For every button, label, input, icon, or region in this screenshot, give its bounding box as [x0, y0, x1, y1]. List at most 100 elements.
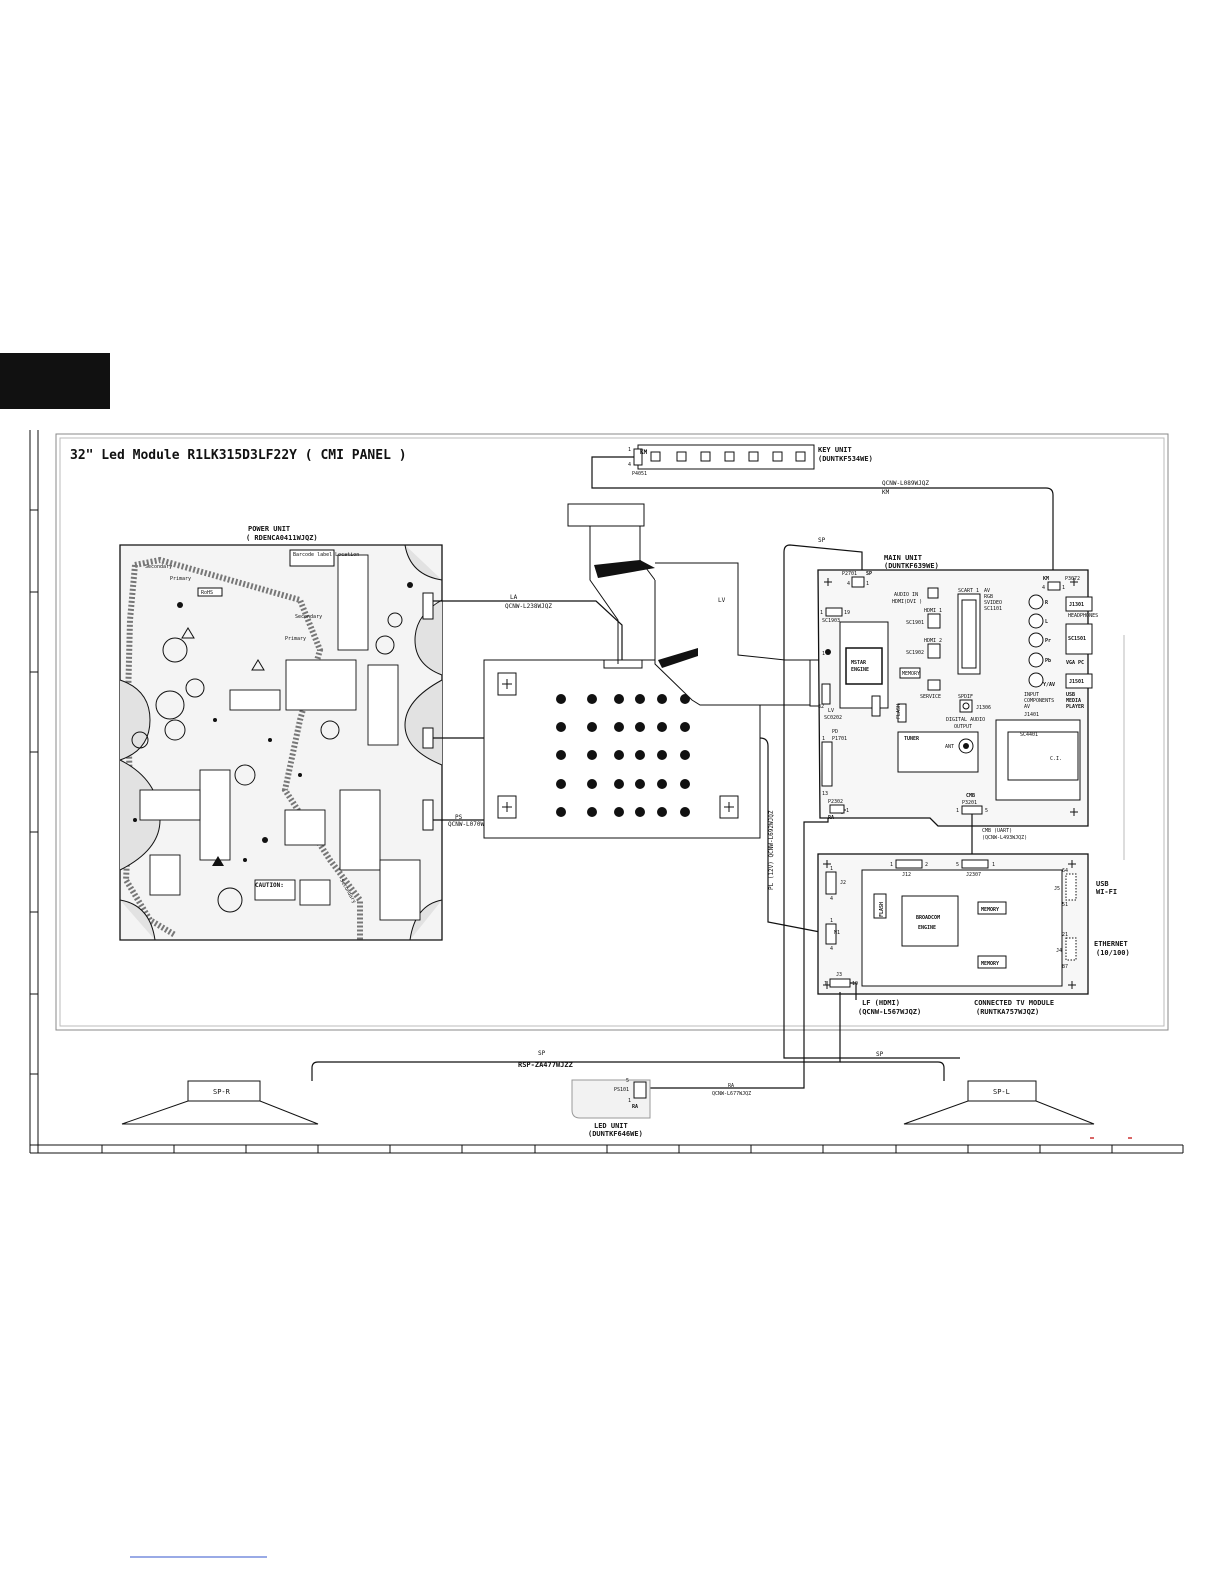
led-dot [635, 722, 645, 732]
led-dot [635, 779, 645, 789]
led-dot [657, 722, 667, 732]
p2302-pin1: 1 [846, 808, 849, 814]
ci-label: C.I. [1050, 756, 1062, 762]
j2307-pin1: 1 [992, 862, 995, 868]
cmb-label: CMB [966, 793, 975, 799]
cable-km-code: QCNW-L089WJQZ [882, 480, 929, 487]
cable-la [433, 600, 623, 664]
j1301-label: J1301 [1069, 602, 1084, 608]
j3-pin1: 1 [824, 981, 827, 987]
key-connector: P4051 [632, 471, 647, 477]
lv-pin1: 1 [822, 651, 825, 657]
main-memory: MEMORY [902, 671, 920, 677]
j12-pin1: 1 [890, 862, 893, 868]
led-dot [587, 779, 597, 789]
cable-sp-top-label: SP [818, 537, 826, 544]
ctv-memory-2: MEMORY [981, 961, 999, 967]
cable-lf-code: (QCNW-L567WJQZ) [858, 1008, 921, 1016]
sp-right-cable-label: SP [876, 1051, 884, 1058]
key-unit-code: (DUNTKF534WE) [818, 455, 873, 463]
jack-pb: Pb [1045, 658, 1051, 664]
j12-pin2: 2 [925, 862, 928, 868]
led-dot [657, 750, 667, 760]
cmb-pin5: 5 [985, 808, 988, 814]
scart-label: SCART 1 [958, 588, 979, 594]
led-dot [587, 694, 597, 704]
digital-audio: DIGITAL AUDIO [946, 717, 985, 723]
jack-r: R [1045, 600, 1049, 606]
pd-pin1: 1 [822, 736, 825, 742]
key-unit-label: KM [640, 449, 648, 456]
j5-label: J5 [1054, 886, 1060, 892]
lv-pin32: 32 [818, 704, 824, 710]
usb-label: USB [1096, 880, 1109, 888]
led-dot [614, 779, 624, 789]
j5-64: 64 [1062, 868, 1068, 874]
led-dot [635, 807, 645, 817]
main-unit: MAIN UNIT (DUNTKF639WE) P2701 SP 4 1 1 1… [817, 554, 1098, 827]
p3072-pin4: 4 [1042, 585, 1045, 591]
p3072-label: P3072 [1065, 576, 1080, 582]
ethernet-label: ETHERNET [1094, 940, 1128, 948]
cable-cmb-text: CMB (UART) [982, 828, 1012, 834]
j2-label: J2 [840, 880, 846, 886]
cable-la-label: LA [510, 594, 518, 601]
audio-in: AUDIO IN [894, 592, 918, 598]
p1701-label: P1701 [832, 736, 847, 742]
cable-cmb-code: (QCNW-L493WJQZ) [982, 835, 1027, 841]
led-dot [614, 807, 624, 817]
led-dot [556, 722, 566, 732]
power-secondary-1: Secondary [145, 564, 172, 570]
tuner-label: TUNER [904, 736, 920, 742]
power-caution: CAUTION: [255, 882, 284, 889]
j4-21: 21 [1062, 932, 1068, 938]
inner-border [55, 433, 1169, 1031]
cable-ps-code: QCNW-L070WJQZ [448, 821, 495, 828]
ps101-label: PS101 [614, 1087, 629, 1093]
jack-yav: Y/AV [1043, 682, 1055, 688]
headphones-label: HEADPHONES [1068, 613, 1098, 619]
j2-pin4: 4 [830, 896, 833, 902]
j5-51: 51 [1062, 902, 1068, 908]
n1-pin4: 4 [830, 946, 833, 952]
p2701-pin1: 1 [866, 581, 869, 587]
vga-pc-label: VGA PC [1066, 660, 1084, 666]
n1-label: N1 [834, 930, 840, 936]
led-dot [680, 694, 690, 704]
digital-audio-output: OUTPUT [954, 724, 972, 730]
ctv-module: 1 2 J12 5 1 J2307 1 4 J2 1 4 N1 J3 1 19 … [817, 853, 1130, 1016]
speaker-left: SP-L [903, 1080, 1095, 1125]
p2701-pin4: 4 [847, 581, 850, 587]
pd-label: PD [832, 729, 838, 735]
mstar-engine: ENGINE [851, 667, 869, 673]
ctv-name: CONNECTED TV MODULE [974, 999, 1054, 1007]
p2302-label: P2302 [828, 799, 843, 805]
page-tab [0, 353, 110, 409]
cable-lf [850, 982, 857, 1000]
sc0202-label: SC0202 [824, 715, 842, 721]
jack-pr: Pr [1045, 638, 1051, 644]
n1-pin1: 1 [830, 918, 833, 924]
led-dot [587, 750, 597, 760]
led-dot [556, 694, 566, 704]
power-primary-2: Primary [285, 636, 306, 642]
j1401-label: J1401 [1024, 712, 1039, 718]
sp-cable-label: SP [538, 1050, 546, 1057]
led-dot [657, 807, 667, 817]
ctv-memory-1: MEMORY [981, 907, 999, 913]
j2-pin1: 1 [830, 866, 833, 872]
cable-ps-label: PS [455, 814, 463, 821]
lv-label: LV [828, 708, 834, 714]
led-dot [680, 722, 690, 732]
led-dot [614, 722, 624, 732]
page-title: 32" Led Module R1LK315D3LF22Y ( CMI PANE… [70, 448, 407, 463]
led-dot [587, 722, 597, 732]
mstar-label: MSTAR [851, 660, 867, 666]
key-unit-name: KEY UNIT [818, 446, 852, 454]
power-unit: POWER UNIT ( RDENCA0411WJQZ) [119, 525, 443, 941]
cable-ra-code: QCNW-L677WJQZ [712, 1091, 751, 1097]
main-unit-code: (DUNTKF639WE) [884, 562, 939, 570]
ethernet-speed: (10/100) [1096, 949, 1130, 957]
